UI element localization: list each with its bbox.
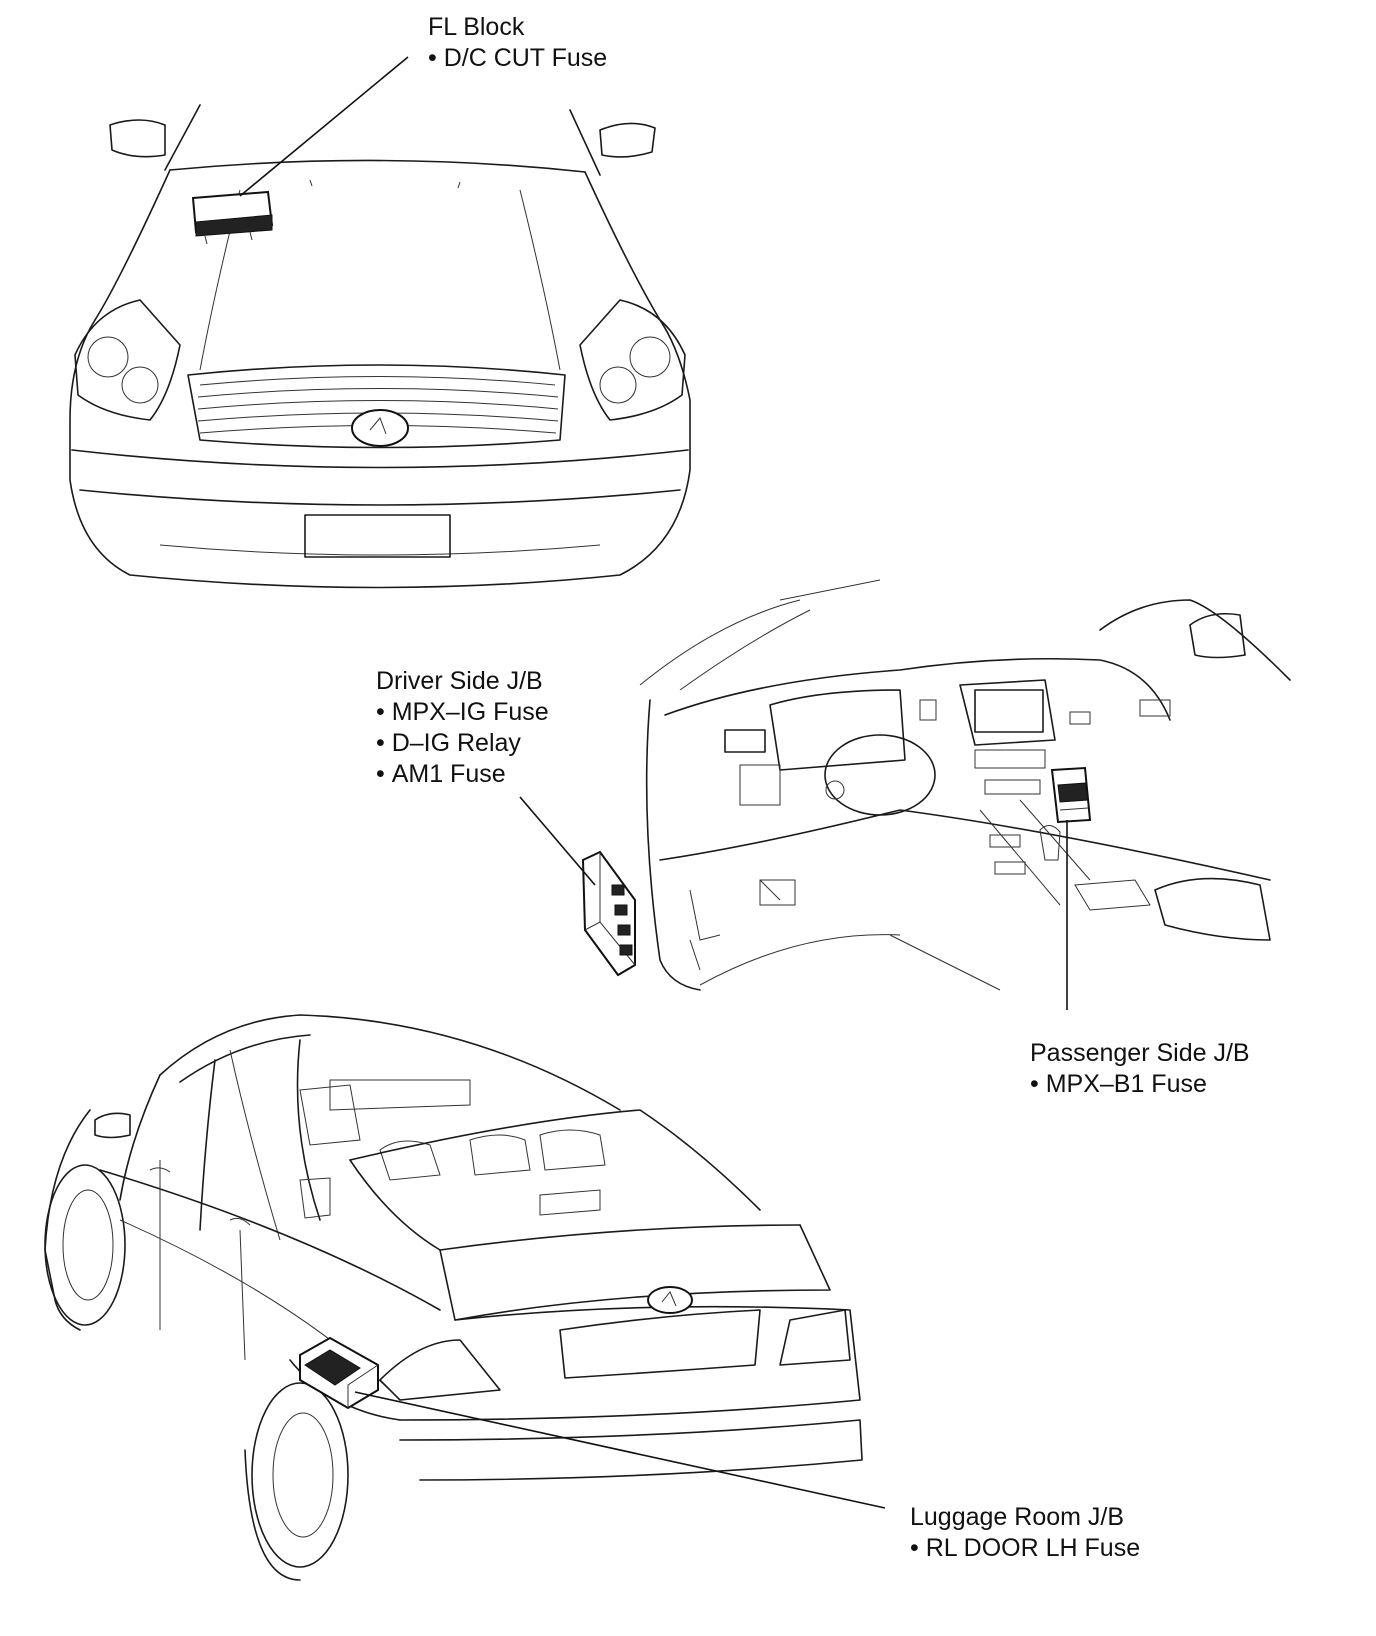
driver-jb-item-1: MPX–IG Fuse [376, 697, 549, 728]
driver-side-jb [583, 852, 635, 975]
luggage-jb-title: Luggage Room J/B [910, 1503, 1125, 1531]
dashboard-interior-view [640, 580, 1290, 990]
car-front-view [70, 105, 690, 588]
fl-block-leader [240, 57, 408, 196]
luggage-jb-callout: Luggage Room J/B RL DOOR LH Fuse [910, 1502, 1140, 1564]
fl-block-item-1: D/C CUT Fuse [428, 43, 607, 74]
passenger-jb-item-1: MPX–B1 Fuse [1030, 1069, 1250, 1100]
passenger-jb-title: Passenger Side J/B [1030, 1039, 1250, 1067]
driver-jb-callout: Driver Side J/B MPX–IG Fuse D–IG Relay A… [376, 666, 549, 790]
driver-jb-title: Driver Side J/B [376, 667, 543, 695]
fl-block-callout: FL Block D/C CUT Fuse [428, 12, 607, 74]
car-rear-view [45, 1015, 862, 1580]
driver-jb-item-2: D–IG Relay [376, 728, 549, 759]
fl-block-title: FL Block [428, 13, 525, 41]
luggage-jb-item-1: RL DOOR LH Fuse [910, 1533, 1140, 1564]
passenger-jb-callout: Passenger Side J/B MPX–B1 Fuse [1030, 1038, 1250, 1100]
driver-jb-item-3: AM1 Fuse [376, 759, 549, 790]
driver-jb-leader [520, 797, 595, 885]
luggage-jb-leader [355, 1392, 885, 1508]
